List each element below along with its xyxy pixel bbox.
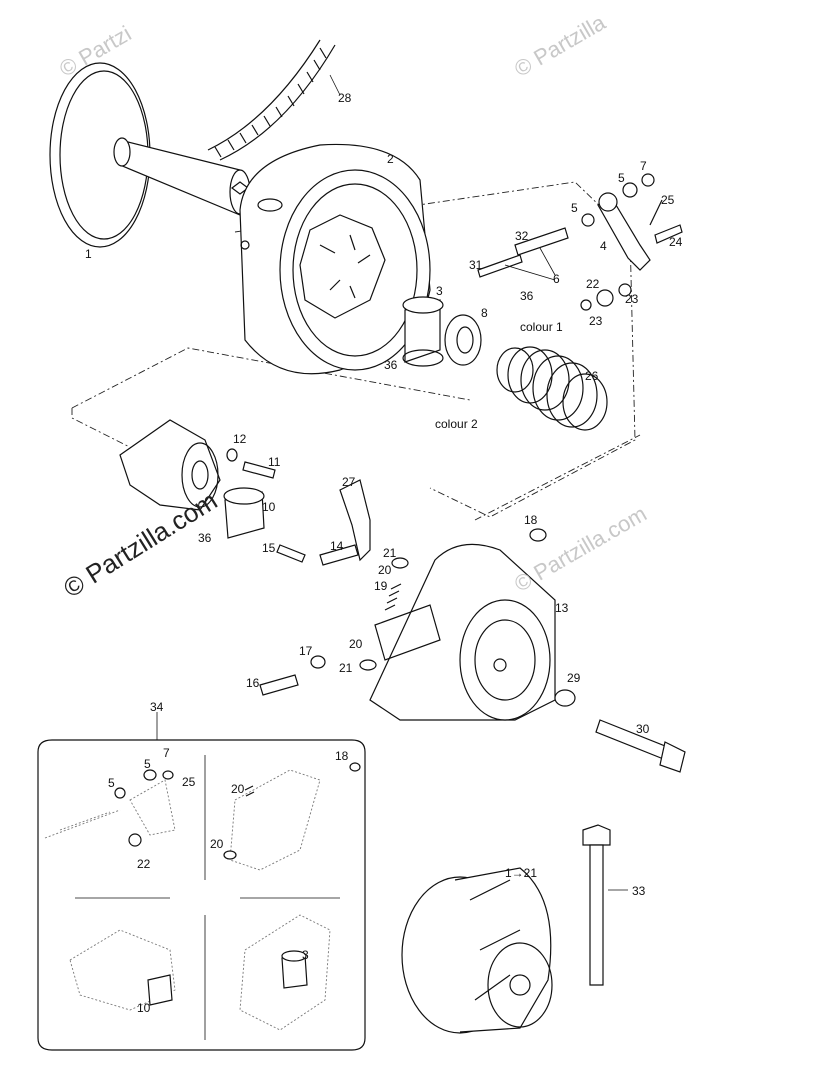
label-14: 14 [330, 539, 344, 553]
label-28: 28 [338, 91, 352, 105]
label-8: 8 [481, 306, 488, 320]
inset-label-20a: 20 [231, 782, 245, 796]
roller-arm-assembly [580, 173, 683, 311]
label-12: 12 [233, 432, 247, 446]
inset-label-22: 22 [137, 857, 151, 871]
label-18: 18 [524, 513, 538, 527]
label-22: 22 [586, 277, 600, 291]
label-36a: 36 [520, 289, 534, 303]
label-26: 26 [585, 369, 599, 383]
spider [119, 419, 221, 511]
label-23a: 23 [625, 292, 639, 306]
bushing-10 [223, 487, 265, 539]
guide-box-upper [234, 181, 636, 518]
complete-pulley-assembly [401, 867, 553, 1034]
label-29: 29 [567, 671, 581, 685]
screw-11 [226, 448, 276, 479]
label-20b: 20 [349, 637, 363, 651]
bolt-33 [582, 824, 628, 986]
lever-27 [276, 479, 371, 566]
bolt-30 [554, 689, 686, 773]
label-16: 16 [246, 676, 260, 690]
label-32: 32 [515, 229, 529, 243]
variant-inset [37, 712, 366, 1051]
label-5a: 5 [618, 171, 625, 185]
inset-label-1-21: 1→21 [505, 866, 537, 880]
inset-label-3: 3 [302, 948, 309, 962]
label-34: 34 [150, 700, 164, 714]
label-3: 3 [436, 284, 443, 298]
label-23b: 23 [589, 314, 603, 328]
bushing-3 [402, 296, 444, 367]
label-11: 11 [268, 455, 281, 469]
cover-13 [369, 543, 556, 721]
label-1: 1 [85, 247, 92, 261]
label-21a: 21 [383, 546, 397, 560]
label-25: 25 [661, 193, 675, 207]
label-17: 17 [299, 644, 313, 658]
label-colour-2: colour 2 [435, 417, 478, 431]
label-24: 24 [669, 235, 683, 249]
sliding-sheave [239, 143, 431, 375]
label-10: 10 [262, 500, 276, 514]
small-hardware [259, 528, 547, 696]
label-15: 15 [262, 541, 276, 555]
label-36b: 36 [384, 358, 398, 372]
pin-and-bolt [477, 227, 569, 281]
inset-label-5a: 5 [144, 757, 151, 771]
fixed-sheave [49, 62, 251, 248]
inset-label-10: 10 [137, 1001, 151, 1015]
washer-8 [444, 314, 482, 366]
spring-26 [496, 346, 608, 431]
inset-label-5b: 5 [108, 776, 115, 790]
label-30: 30 [636, 722, 650, 736]
inset-label-25: 25 [182, 775, 196, 789]
label-2: 2 [387, 152, 394, 166]
label-20a: 20 [378, 563, 392, 577]
label-5b: 5 [571, 201, 578, 215]
label-7: 7 [640, 159, 647, 173]
inset-label-18: 18 [335, 749, 349, 763]
label-19: 19 [374, 579, 388, 593]
inset-label-20b: 20 [210, 837, 224, 851]
label-21b: 21 [339, 661, 353, 675]
label-27: 27 [342, 475, 356, 489]
inset-label-7: 7 [163, 746, 170, 760]
label-6: 6 [553, 272, 560, 286]
label-36c: 36 [198, 531, 212, 545]
label-31: 31 [469, 258, 483, 272]
drive-belt [207, 39, 341, 161]
label-colour-1: colour 1 [520, 320, 563, 334]
label-4: 4 [600, 239, 607, 253]
label-13: 13 [555, 601, 569, 615]
label-33: 33 [632, 884, 646, 898]
